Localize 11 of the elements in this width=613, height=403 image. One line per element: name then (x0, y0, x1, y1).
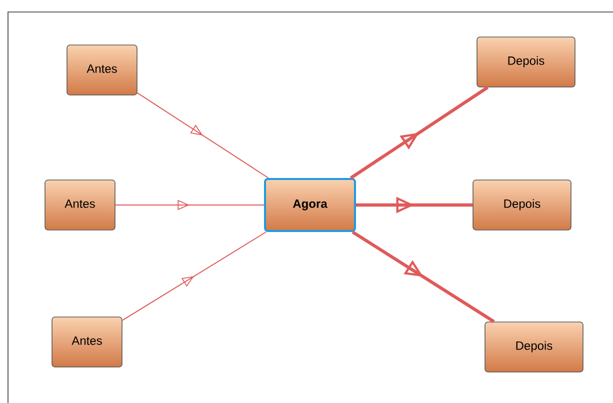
arrow (136, 92, 269, 178)
arrow (122, 232, 267, 321)
process-box: Depois (472, 180, 572, 230)
arrow (352, 230, 495, 323)
process-box: Depois (476, 36, 576, 88)
focus-box: Agora (264, 178, 356, 232)
process-box: Antes (44, 180, 116, 230)
process-box: Depois (484, 322, 584, 372)
process-box: Antes (52, 316, 122, 368)
process-box: Antes (66, 44, 138, 96)
arrow (350, 86, 489, 180)
